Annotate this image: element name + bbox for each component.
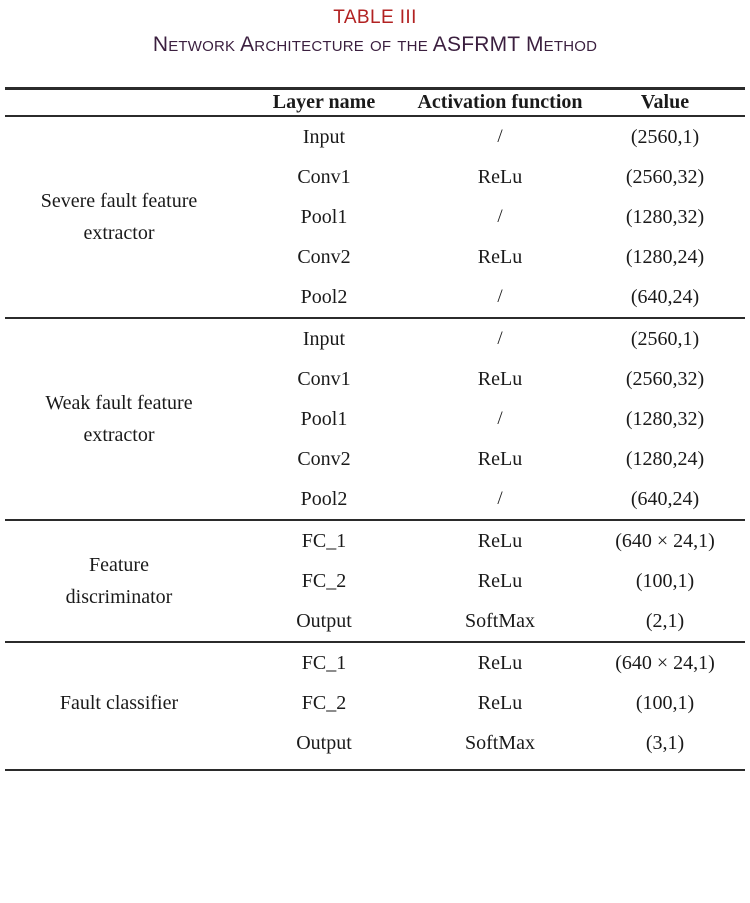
group-label-severe-fault-feature-extractor: Severe fault feature extractor [5, 117, 233, 318]
cell-value: (1280,24) [625, 246, 705, 268]
network-architecture-table: Layer name Activation function Value Sev… [5, 87, 745, 772]
cell-activation: SoftMax [465, 732, 535, 754]
cell-activation: / [497, 488, 503, 509]
cell-activation: ReLu [477, 448, 523, 470]
cell-value: (1280,24) [625, 448, 705, 470]
cell-layer-name: Pool1 [300, 408, 348, 430]
cell-activation: / [497, 408, 503, 429]
table-bottom-rule [5, 769, 745, 772]
cell-layer-name: Output [296, 732, 352, 754]
cell-layer-name: Input [302, 126, 346, 148]
table-top-rule [5, 87, 745, 91]
cell-layer-name: FC_1 [301, 530, 347, 552]
table-row: Feature discriminator FC_1 ReLu (640 × 2… [5, 521, 745, 608]
cell-activation: / [497, 206, 503, 227]
cell-activation: ReLu [477, 368, 523, 390]
table-number: TABLE III [333, 7, 417, 28]
cell-activation: SoftMax [465, 610, 535, 632]
cell-value: (640,24) [630, 286, 700, 308]
cell-value: (2,1) [645, 610, 685, 632]
cell-value: (640,24) [630, 488, 700, 510]
cell-value: (100,1) [635, 570, 695, 592]
cell-layer-name: Conv1 [297, 368, 351, 390]
cell-activation: / [497, 126, 503, 147]
group-label-line2: extractor [83, 424, 155, 446]
cell-activation: ReLu [477, 692, 523, 714]
cell-activation: ReLu [477, 530, 523, 552]
group-label-line1: Weak fault feature [45, 392, 193, 414]
table-row: Conv1 ReLu (2560,32) [5, 157, 745, 197]
header-activation-line1: Activation [417, 91, 507, 113]
group-label-fault-classifier: Fault classifier [5, 643, 233, 763]
cell-layer-name: FC_2 [301, 692, 347, 714]
header-value: Value [640, 91, 690, 113]
cell-value: (3,1) [645, 732, 685, 754]
table-bottom-spacer [5, 763, 745, 770]
group-label-line2: extractor [83, 222, 155, 244]
table-row: FC_2 ReLu (100,1) [5, 561, 745, 601]
header-group-column [5, 90, 233, 116]
table-row: Conv2 ReLu (1280,24) [5, 439, 745, 479]
cell-layer-name: Input [302, 328, 346, 350]
table-header-row: Layer name Activation function Value [5, 90, 745, 116]
table-row: Pool1 / (1280,32) [5, 197, 745, 237]
table-row: Output SoftMax (2,1) [5, 601, 745, 642]
cell-layer-name: Pool1 [300, 206, 348, 228]
cell-activation: ReLu [477, 570, 523, 592]
header-layer-name: Layer name [272, 91, 376, 113]
cell-activation: / [497, 328, 503, 349]
table-row: Weak fault feature extractor Input / (25… [5, 319, 745, 446]
table-caption: Network Architecture of the ASFRMT Metho… [152, 33, 598, 56]
table-row: Pool2 / (640,24) [5, 277, 745, 318]
table-container: Layer name Activation function Value Sev… [0, 87, 750, 772]
cell-activation: ReLu [477, 246, 523, 268]
header-activation-function: Activation function [415, 90, 585, 116]
table-row: Conv1 ReLu (2560,32) [5, 359, 745, 399]
cell-activation: ReLu [477, 166, 523, 188]
cell-value: (1280,32) [625, 206, 705, 228]
cell-value: (100,1) [635, 692, 695, 714]
cell-layer-name: Conv1 [297, 166, 351, 188]
cell-activation: ReLu [477, 652, 523, 674]
group-label-line1: Feature [89, 554, 149, 576]
cell-value: (2560,32) [625, 166, 705, 188]
cell-value: (640 × 24,1) [615, 652, 715, 674]
group-label-feature-discriminator: Feature discriminator [5, 521, 233, 642]
group-label-line2: discriminator [65, 586, 173, 608]
table-row: Fault classifier FC_1 ReLu (640 × 24,1) [5, 643, 745, 714]
cell-layer-name: FC_2 [301, 570, 347, 592]
cell-value: (2560,1) [630, 126, 700, 148]
table-row: FC_2 ReLu (100,1) [5, 683, 745, 723]
table-row: Pool2 / (640,24) [5, 479, 745, 520]
cell-value: (640 × 24,1) [615, 530, 715, 552]
header-activation-line2: function [511, 91, 583, 113]
cell-value: (2560,32) [625, 368, 705, 390]
cell-activation: / [497, 286, 503, 307]
group-label-weak-fault-feature-extractor: Weak fault feature extractor [5, 319, 233, 520]
cell-layer-name: Conv2 [297, 448, 351, 470]
cell-value: (1280,32) [625, 408, 705, 430]
table-row: Output SoftMax (3,1) [5, 723, 745, 763]
cell-value: (2560,1) [630, 328, 700, 350]
cell-layer-name: Pool2 [300, 286, 348, 308]
cell-layer-name: Conv2 [297, 246, 351, 268]
group-label-line1: Fault classifier [59, 692, 179, 714]
cell-layer-name: FC_1 [301, 652, 347, 674]
table-row: Severe fault feature extractor Input / (… [5, 117, 745, 244]
table-row: Conv2 ReLu (1280,24) [5, 237, 745, 277]
group-label-line1: Severe fault feature [40, 190, 198, 212]
cell-layer-name: Output [296, 610, 352, 632]
table-row: Pool1 / (1280,32) [5, 399, 745, 439]
cell-layer-name: Pool2 [300, 488, 348, 510]
table-title-block: TABLE III Network Architecture of the AS… [0, 0, 750, 59]
